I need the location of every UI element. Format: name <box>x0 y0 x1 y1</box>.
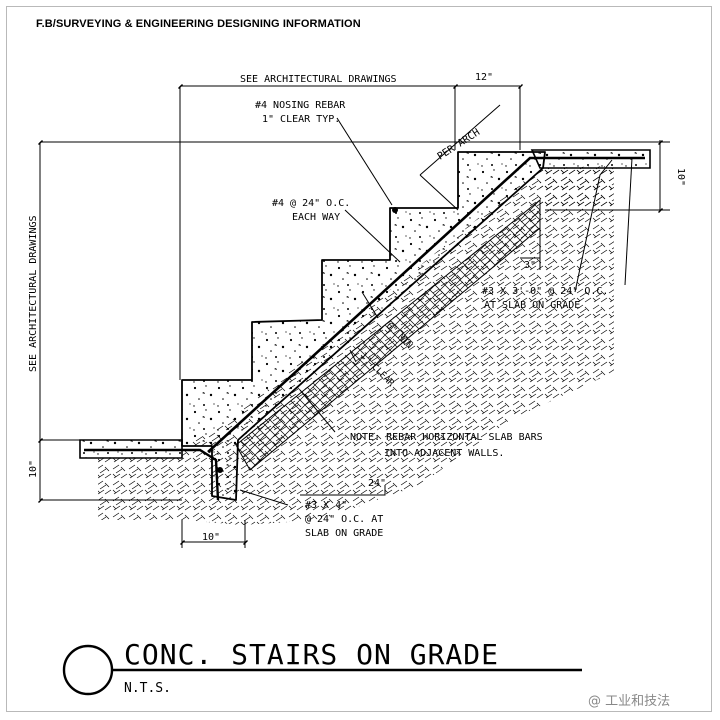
label-bot-1: #3 X 4" <box>305 500 347 511</box>
label-dim-10-left: 10" <box>28 460 39 478</box>
label-see-arch-left: SEE ARCHITECTURAL DRAWINGS <box>28 215 39 372</box>
drawing-title: CONC. STAIRS ON GRADE <box>124 638 499 671</box>
label-nosing-2: 1" CLEAR TYP. <box>262 114 340 125</box>
drawing-frame <box>6 6 712 712</box>
label-slab3-2: AT SLAB ON GRADE <box>484 300 580 311</box>
label-dim-3: 3" <box>524 260 536 271</box>
dim-ticks <box>38 84 663 545</box>
rebar-diagonal <box>207 156 645 453</box>
label-each-way-2: EACH WAY <box>292 212 340 223</box>
header-text: F.B/SURVEYING & ENGINEERING DESIGNING IN… <box>36 18 361 30</box>
label-note-1: NOTE: REBAR HORIZONTAL SLAB BARS <box>350 432 543 443</box>
label-bot-3: SLAB ON GRADE <box>305 528 383 539</box>
label-dim-10-right: 10" <box>675 168 686 186</box>
label-slab3-1: #3 X 3'-0" @ 24" O.C. <box>482 286 608 297</box>
title-circle <box>62 644 114 696</box>
watermark-text: @ 工业和技法 <box>588 694 670 709</box>
label-note-2: INTO ADJACENT WALLS. <box>384 448 504 459</box>
earth-fill-left <box>98 458 182 520</box>
leader-lines <box>239 117 633 506</box>
label-bot-2: @ 24" O.C. AT <box>305 514 383 525</box>
drawing-subtitle: N.T.S. <box>124 681 171 696</box>
label-see-arch-top: SEE ARCHITECTURAL DRAWINGS <box>240 74 397 85</box>
rebar-dot <box>217 467 223 473</box>
rebar-bottom <box>84 448 220 501</box>
label-dim-12: 12" <box>475 72 493 83</box>
earth-fill-right <box>540 170 612 210</box>
rebar-dot <box>392 207 398 213</box>
label-each-way-1: #4 @ 24" O.C. <box>272 198 350 209</box>
label-nosing-1: #4 NOSING REBAR <box>255 100 346 111</box>
concrete-stairs <box>181 151 546 501</box>
label-dim-10-bottom: 10" <box>202 532 220 543</box>
label-dim-24: 24" <box>368 478 386 489</box>
